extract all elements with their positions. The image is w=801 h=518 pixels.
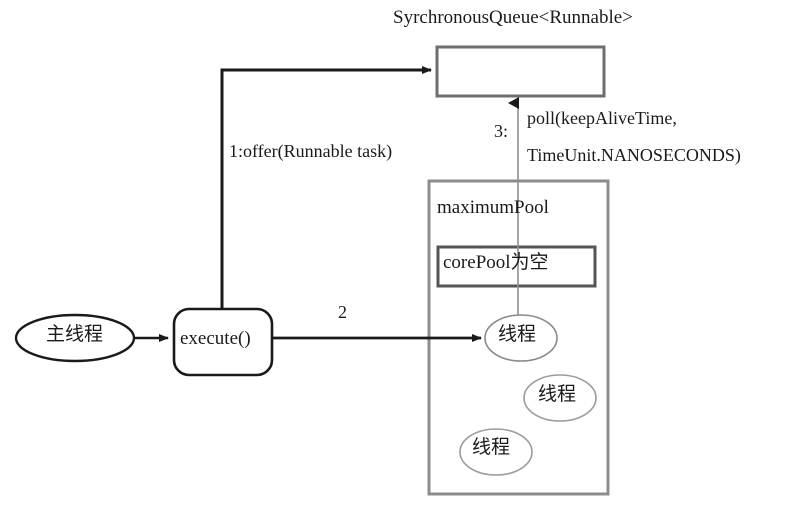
- poll-edge-label-line2: TimeUnit.NANOSECONDS): [527, 145, 741, 165]
- thread-ellipse-1: [484, 314, 558, 362]
- offer-edge-label: 1:offer(Runnable task): [229, 141, 393, 161]
- poll-edge-label-line1: poll(keepAliveTime,: [527, 108, 677, 128]
- maximum-pool-label: maximumPool: [437, 197, 549, 218]
- thread-ellipse-2: [523, 374, 597, 422]
- offer-arrow: [220, 66, 432, 308]
- core-pool-box: [436, 245, 597, 288]
- thread-ellipse-3: [459, 428, 533, 476]
- execute-edge-label: 2: [338, 302, 347, 322]
- thread-label-1: 线程: [498, 324, 537, 345]
- execute-label: execute(): [180, 328, 251, 349]
- thread-label-2: 线程: [538, 384, 577, 405]
- main-thread-label: 主线程: [46, 324, 104, 345]
- core-pool-label: corePool为空: [443, 252, 549, 273]
- thread-label-3: 线程: [472, 437, 511, 458]
- synchronous-queue-box: [435, 45, 606, 98]
- queue-title: SyrchronousQueue<Runnable>: [393, 7, 633, 28]
- execute-box: [172, 307, 274, 377]
- main-thread-ellipse: [14, 313, 136, 363]
- poll-step-number: 3:: [494, 121, 509, 141]
